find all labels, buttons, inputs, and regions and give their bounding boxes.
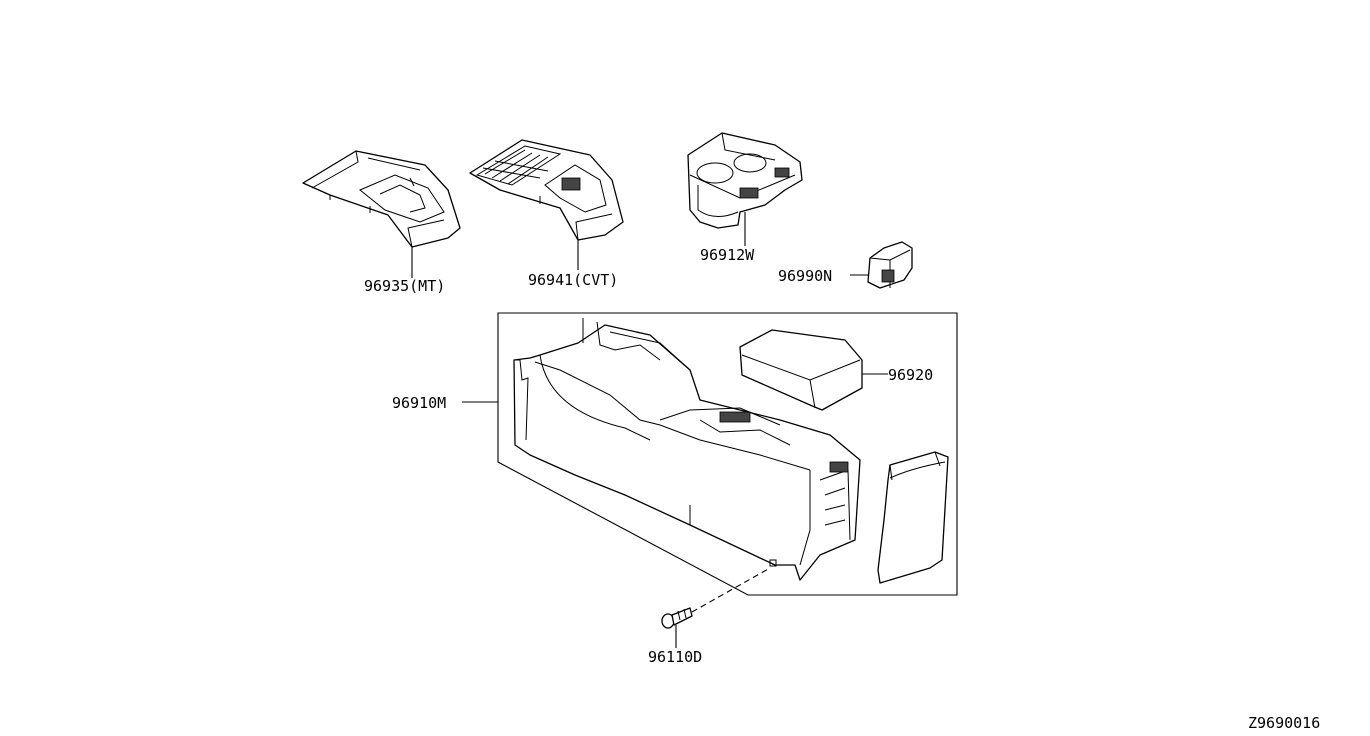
label-96110d: 96110D (648, 648, 702, 666)
part-96110d-screw[interactable] (661, 607, 693, 629)
label-96935-mt: 96935(MT) (364, 277, 445, 295)
assembly-frame (497, 312, 958, 596)
label-96910m: 96910M (392, 394, 446, 412)
part-96920-console-lid[interactable] (739, 329, 863, 411)
screw-install-line (691, 567, 771, 613)
part-side-finisher[interactable] (877, 451, 949, 584)
part-96910m-console-box[interactable] (513, 318, 861, 581)
label-96990n: 96990N (778, 267, 832, 285)
label-96920: 96920 (888, 366, 933, 384)
label-96912w: 96912W (700, 246, 755, 264)
part-96912w-cup-holder[interactable] (687, 132, 803, 229)
part-96941-cvt-finisher[interactable] (469, 139, 624, 241)
part-96935-mt-finisher[interactable] (302, 150, 461, 248)
drawing-number: Z9690016 (1248, 714, 1320, 732)
label-96941-cvt: 96941(CVT) (528, 271, 618, 289)
part-96990n-bracket[interactable] (867, 241, 913, 289)
